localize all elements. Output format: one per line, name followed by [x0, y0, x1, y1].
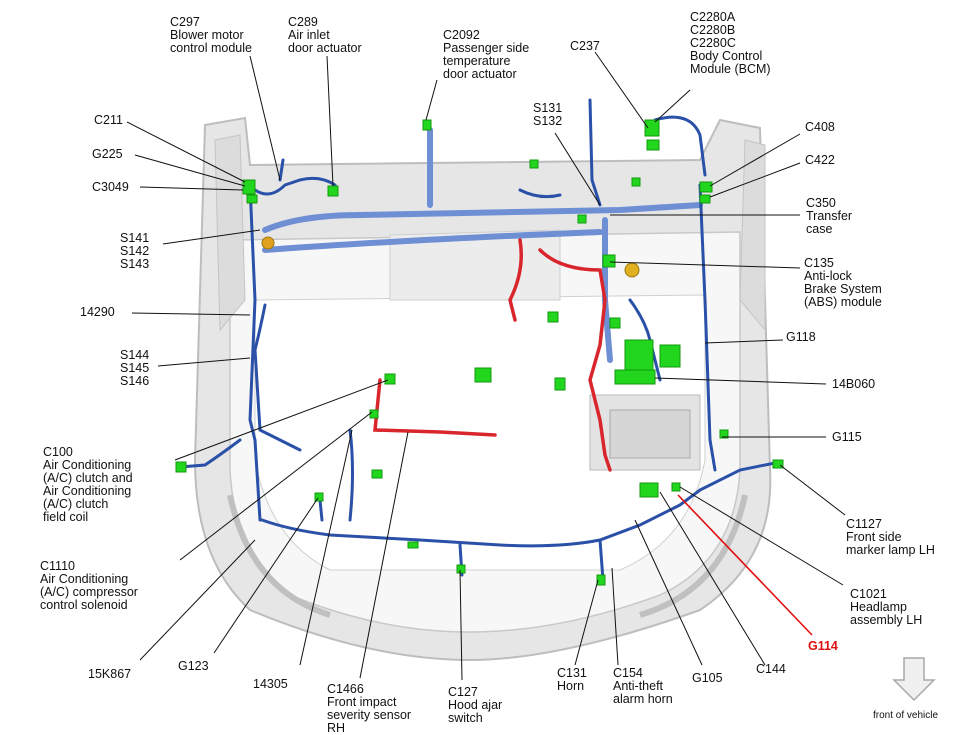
label-c1127: C1127 Front side marker lamp LH — [846, 517, 935, 557]
label-c237: C237 — [570, 39, 600, 53]
label-c1110: C1110 Air Conditioning (A/C) compressor … — [40, 559, 138, 612]
label-g123: G123 — [178, 659, 209, 673]
label-c211: C211 — [94, 113, 123, 127]
label-c2280: C2280A C2280B C2280C Body Control Module… — [690, 10, 771, 76]
label-s141: S141 S142 S143 — [120, 231, 150, 271]
label-c135: C135 Anti-lock Brake System (ABS) module — [804, 256, 882, 309]
connectors — [175, 119, 784, 586]
label-front-of-vehicle: front of vehicle — [873, 710, 939, 721]
label-s131: S131 S132 — [533, 101, 563, 128]
label-15k867: 15K867 — [88, 667, 132, 681]
label-c3049: C3049 — [92, 180, 129, 194]
harness-red — [373, 238, 612, 472]
label-c100: C100 Air Conditioning (A/C) clutch and A… — [43, 445, 133, 524]
leader-lines — [126, 51, 846, 681]
label-c127: C127 Hood ajar switch — [448, 685, 503, 725]
label-c289: C289 Air inlet door actuator — [288, 15, 362, 55]
label-c2092: C2092 Passenger side temperature door ac… — [443, 28, 530, 81]
label-c131: C131 Horn — [557, 666, 587, 693]
label-g105: G105 — [692, 671, 723, 685]
label-c297: C297 Blower motor control module — [170, 15, 252, 55]
label-g225: G225 — [92, 147, 123, 161]
module-knob — [261, 236, 275, 250]
label-c1466: C1466 Front impact severity sensor RH — [327, 682, 412, 735]
label-g115: G115 — [832, 430, 862, 444]
label-c154: C154 Anti-theft alarm horn — [613, 666, 673, 706]
label-14290: 14290 — [80, 305, 115, 319]
front-arrow-icon — [892, 657, 936, 702]
label-c350: C350 Transfer case — [806, 196, 853, 236]
vehicle-frame — [193, 116, 772, 662]
label-14305: 14305 — [253, 677, 288, 691]
module-knob — [624, 262, 640, 278]
label-c144: C144 — [756, 662, 786, 676]
label-s144: S144 S145 S146 — [120, 348, 150, 388]
label-c408: C408 — [805, 120, 835, 134]
label-g118: G118 — [786, 330, 816, 344]
g114-leader-line — [677, 494, 813, 636]
label-c422: C422 — [805, 153, 835, 167]
label-14b060: 14B060 — [832, 377, 876, 391]
label-c1021: C1021 Headlamp assembly LH — [850, 587, 923, 627]
label-g114: G114 — [808, 639, 838, 653]
